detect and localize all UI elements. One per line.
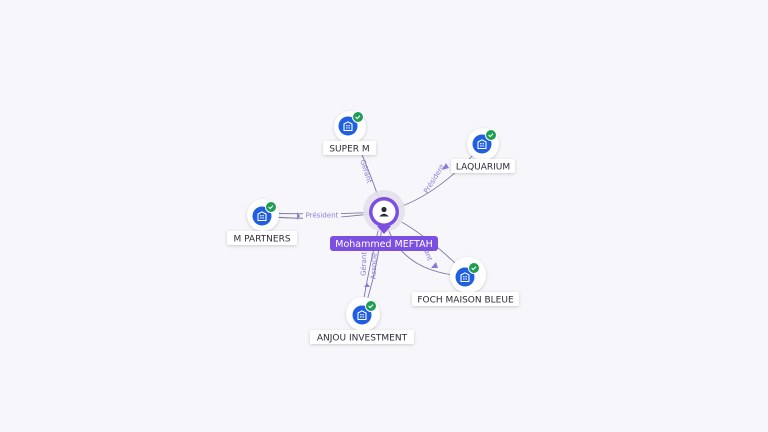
- edge-label-laquarium: Président: [422, 163, 446, 195]
- check-icon: [488, 133, 494, 138]
- company-icon-bg: [352, 305, 372, 325]
- company-icon-bg: [252, 206, 272, 226]
- edge-arrows: [297, 163, 449, 287]
- company-label: M PARTNERS: [233, 235, 290, 245]
- center-label-bg: [330, 236, 438, 251]
- center-pin-tip: [377, 226, 391, 234]
- edge-label-anjou-gerant: Gérant: [360, 252, 369, 277]
- company-icon-bg: [455, 267, 475, 287]
- company-node-laquarium[interactable]: LAQUARIUM: [451, 128, 515, 173]
- company-label: LAQUARIUM: [456, 163, 510, 173]
- check-icon: [355, 115, 361, 120]
- company-icon-bg: [472, 134, 492, 154]
- edge-label-anjou-associe: Associé: [370, 253, 379, 280]
- edge-label-bg: [303, 209, 341, 220]
- check-icon: [368, 304, 374, 309]
- edge-label-m-partners: Président: [306, 212, 339, 220]
- company-icon-bg: [338, 116, 358, 136]
- company-node-foch-maison-bleue[interactable]: FOCH MAISON BLEUE: [412, 257, 519, 306]
- center-person-node[interactable]: Mohammed MEFTAH: [330, 190, 438, 251]
- edge-label-super-m: Gérant: [358, 159, 373, 185]
- check-icon: [268, 205, 274, 210]
- company-node-super-m[interactable]: SUPER M: [323, 111, 376, 155]
- company-label: FOCH MAISON BLEUE: [417, 296, 514, 306]
- company-label: ANJOU INVESTMENT: [317, 334, 408, 344]
- person-icon: [379, 206, 389, 217]
- check-icon: [471, 266, 477, 271]
- company-label: SUPER M: [329, 145, 369, 155]
- center-name: Mohammed MEFTAH: [335, 239, 432, 250]
- company-node-m-partners[interactable]: M PARTNERS: [227, 199, 297, 245]
- company-node-anjou-investment[interactable]: ANJOU INVESTMENT: [310, 297, 414, 344]
